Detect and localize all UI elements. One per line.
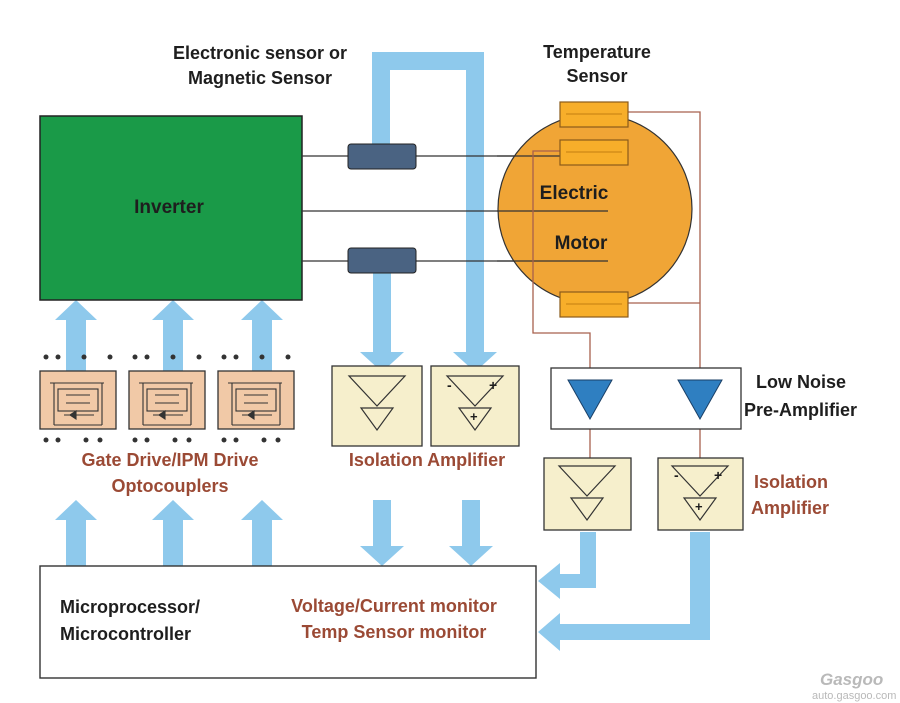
opto-input-arrow-1 — [55, 500, 97, 566]
inverter-drive-arrow-1 — [55, 300, 97, 372]
monitor-label-line2: Temp Sensor monitor — [302, 622, 487, 642]
isolation-amplifier-center-1 — [331, 365, 423, 447]
optocoupler-3 — [217, 354, 295, 443]
amp-plus-sign-2: + — [470, 409, 478, 424]
current-sensor-upper — [347, 143, 417, 170]
iso-output-arrow-2 — [449, 500, 493, 566]
gate-drive-label-line2: Optocouplers — [111, 476, 228, 496]
amp-plus-sign-1: + — [489, 377, 497, 393]
sensor-signal-arrow-1 — [360, 272, 404, 372]
watermark-url: auto.gasgoo.com — [812, 690, 896, 702]
temp-sensor-label-line2: Sensor — [566, 66, 627, 86]
temp-sensor-label-line1: Temperature — [543, 42, 651, 62]
temp-iso-arrow-2 — [538, 532, 710, 651]
isolation-amplifier-right-2 — [657, 457, 744, 531]
inverter-label: Inverter — [134, 197, 204, 218]
inverter-block — [39, 115, 303, 301]
opto-input-arrow-3 — [241, 500, 283, 566]
preamp-triangle-2 — [677, 379, 723, 421]
preamp-triangle-1 — [567, 379, 613, 421]
isolation-amp-right-label-line1: Isolation — [754, 472, 828, 492]
isolation-amp-center-label: Isolation Amplifier — [349, 450, 505, 470]
isolation-amp-right-label-line2: Amplifier — [751, 498, 829, 518]
amp-plus-sign-4: + — [695, 499, 703, 514]
motor-label-line1: Electric — [540, 183, 609, 204]
inverter-drive-arrow-2 — [152, 300, 194, 372]
amp-minus-sign-2: - — [674, 467, 679, 483]
watermark-logo: Gasgoo — [820, 670, 883, 689]
low-noise-label-line2: Pre-Amplifier — [744, 400, 857, 420]
optocoupler-2 — [128, 354, 206, 443]
optocoupler-1 — [39, 354, 117, 443]
inverter-drive-arrow-3 — [241, 300, 283, 372]
micro-label-line1: Microprocessor/ — [60, 597, 200, 617]
sensor-title-line1: Electronic sensor or — [173, 43, 347, 63]
microprocessor-box — [39, 565, 537, 679]
temp-iso-arrow-1 — [538, 532, 596, 599]
amp-plus-sign-3: + — [714, 467, 722, 483]
isolation-amplifier-center-2 — [430, 365, 520, 447]
sensor-title-line2: Magnetic Sensor — [188, 68, 332, 88]
current-sensor-lower — [347, 247, 417, 274]
isolation-amplifier-right-1 — [543, 457, 632, 531]
micro-label-line2: Microcontroller — [60, 624, 191, 644]
iso-output-arrow-1 — [360, 500, 404, 566]
low-noise-label-line1: Low Noise — [756, 372, 846, 392]
amp-minus-sign-1: - — [447, 377, 452, 393]
motor-label-line2: Motor — [555, 233, 608, 254]
monitor-label-line1: Voltage/Current monitor — [291, 596, 497, 616]
opto-input-arrow-2 — [152, 500, 194, 566]
gate-drive-label-line1: Gate Drive/IPM Drive — [81, 450, 258, 470]
sensor-signal-arrow-2 — [372, 52, 497, 372]
